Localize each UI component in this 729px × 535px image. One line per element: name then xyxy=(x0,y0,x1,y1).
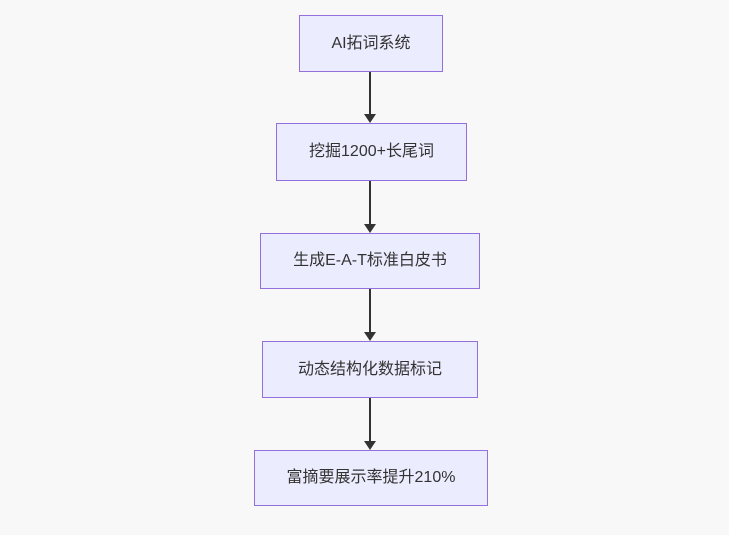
flow-node-label: 动态结构化数据标记 xyxy=(297,360,442,378)
flow-node-label: 富摘要展示率提升210% xyxy=(286,469,456,487)
flow-edge xyxy=(362,398,378,450)
flow-node-label: AI拓词系统 xyxy=(331,34,411,52)
flow-node-rich-snippet-result: 富摘要展示率提升210% xyxy=(254,450,488,506)
flow-node-label: 生成E-A-T标准白皮书 xyxy=(293,252,447,270)
flow-edge xyxy=(362,181,378,233)
flow-node-eat-whitepaper: 生成E-A-T标准白皮书 xyxy=(260,233,480,289)
edge-line xyxy=(369,181,371,224)
flow-node-structured-data-markup: 动态结构化数据标记 xyxy=(262,341,478,398)
arrowhead-down-icon xyxy=(364,332,376,341)
flow-node-longtail-mining: 挖掘1200+长尾词 xyxy=(276,123,467,181)
flow-edge xyxy=(362,289,378,341)
flow-node-ai-word-system: AI拓词系统 xyxy=(299,15,443,72)
flow-edge xyxy=(362,72,378,123)
arrowhead-down-icon xyxy=(364,441,376,450)
edge-line xyxy=(369,289,371,332)
arrowhead-down-icon xyxy=(364,114,376,123)
edge-line xyxy=(369,398,371,441)
arrowhead-down-icon xyxy=(364,224,376,233)
edge-line xyxy=(369,72,371,114)
flow-node-label: 挖掘1200+长尾词 xyxy=(309,143,434,161)
